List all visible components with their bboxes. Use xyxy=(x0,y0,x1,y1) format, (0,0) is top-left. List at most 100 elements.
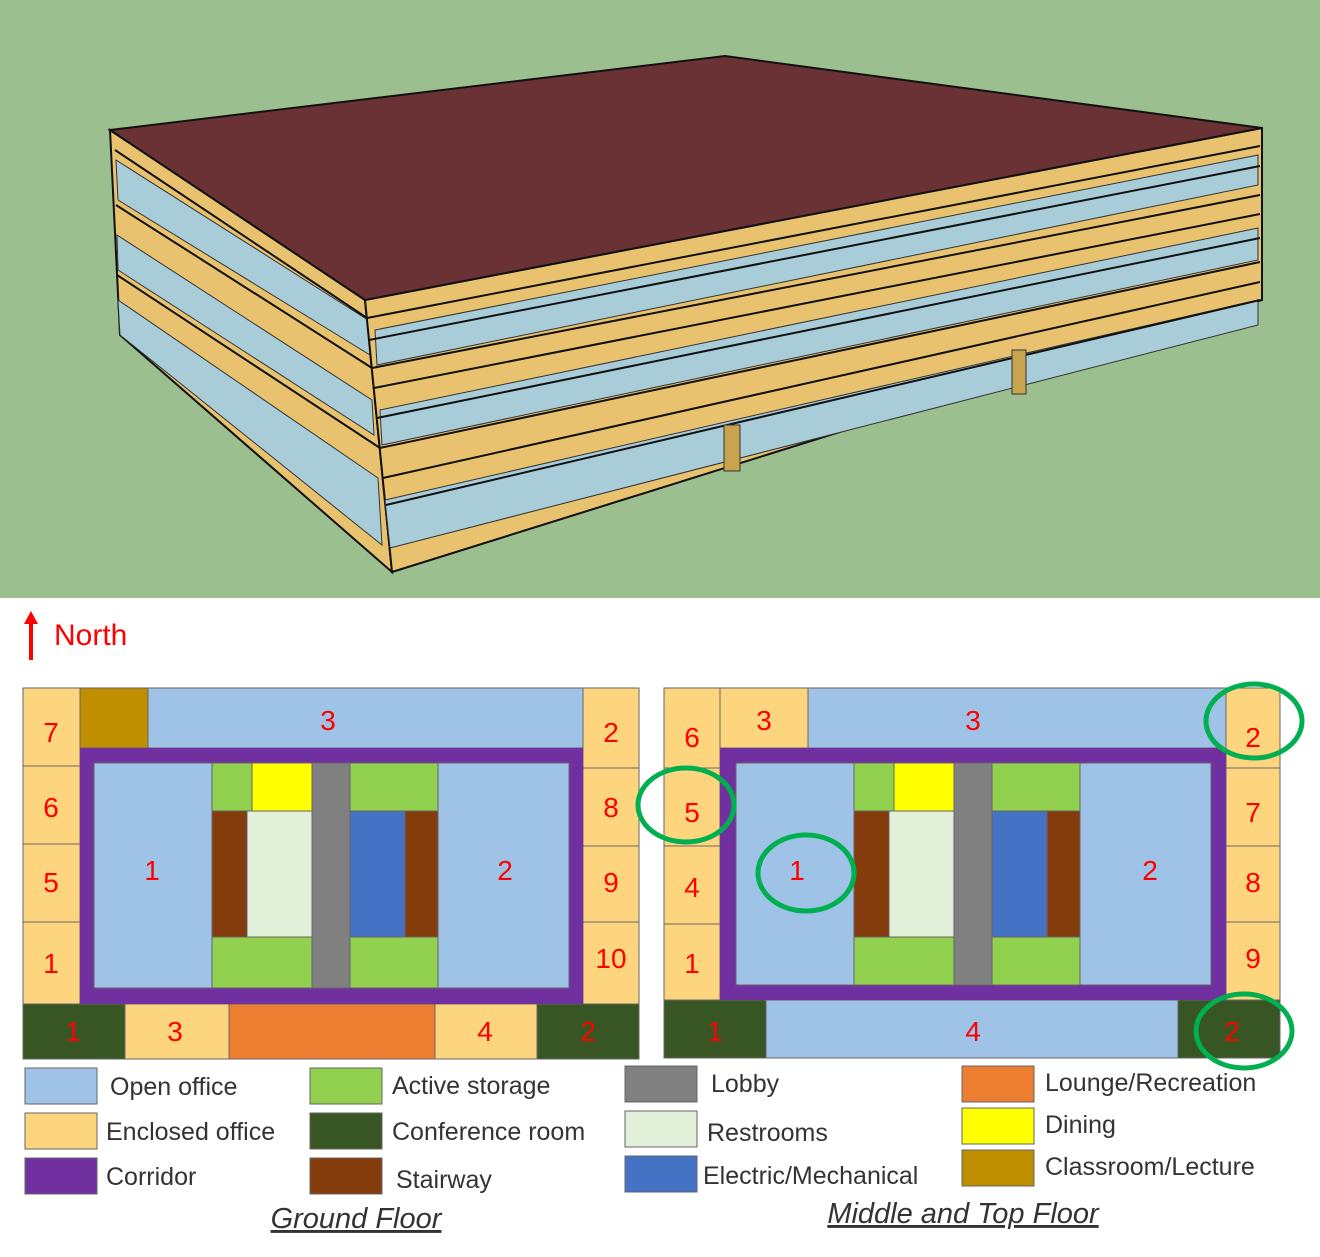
legend-swatch-lounge xyxy=(961,1065,1035,1103)
mt-dining xyxy=(893,762,955,812)
gf-east-enclosed-8 xyxy=(582,767,640,847)
gf-storage-sw xyxy=(211,936,313,989)
gf-label-east-9: 9 xyxy=(603,867,619,898)
legend-swatch-restrooms xyxy=(624,1110,698,1148)
legend-labels: Open office Enclosed office Corridor Act… xyxy=(106,1069,1256,1194)
gf-electric xyxy=(349,810,406,938)
mt-stair-e xyxy=(1046,810,1081,938)
mt-label-north-3b: 3 xyxy=(965,705,981,736)
west-glass-3 xyxy=(117,299,383,547)
mt-label-south-4: 4 xyxy=(965,1016,981,1047)
ground-floor-plan xyxy=(22,687,640,1060)
legend-swatch-electric xyxy=(624,1155,698,1193)
mt-north-open-3 xyxy=(807,687,1227,749)
legend-swatch-classroom xyxy=(961,1149,1035,1187)
north-label: North xyxy=(54,619,127,652)
south-glass-1 xyxy=(374,154,1259,366)
legend-label-dining: Dining xyxy=(1045,1111,1116,1139)
gf-south-conference-2 xyxy=(536,1003,640,1060)
mt-open-office-2 xyxy=(1079,762,1212,986)
ground-floor-title: Ground Floor xyxy=(271,1203,443,1235)
gf-label-west-7: 7 xyxy=(43,717,59,748)
facade-band-lines xyxy=(114,145,1261,506)
highlight-circle-conf-2 xyxy=(1193,991,1295,1071)
gf-open-office-1 xyxy=(93,762,213,989)
gf-label-south-4: 4 xyxy=(477,1016,493,1047)
south-glass-3 xyxy=(384,299,1259,549)
mt-label-north-3a: 3 xyxy=(756,705,772,736)
mt-lobby xyxy=(953,762,993,986)
gf-label-east-2: 2 xyxy=(603,717,619,748)
gf-north-classroom xyxy=(79,687,149,749)
gf-storage-nw xyxy=(211,762,253,812)
mt-label-east-9: 9 xyxy=(1245,943,1261,974)
gf-restrooms xyxy=(246,810,313,938)
gf-east-enclosed-9 xyxy=(582,845,640,923)
highlight-circle-open-1 xyxy=(755,832,857,914)
mt-label-west-5: 5 xyxy=(684,797,700,828)
gf-label-south-3: 3 xyxy=(167,1016,183,1047)
mt-label-south-conf-1: 1 xyxy=(707,1016,723,1047)
legend-swatch-enclosed-office xyxy=(24,1112,98,1150)
legend-label-lounge: Lounge/Recreation xyxy=(1045,1069,1256,1097)
mt-west-enclosed-1 xyxy=(663,923,721,1001)
roof xyxy=(107,54,1263,302)
mt-storage-ne xyxy=(991,762,1081,812)
gf-west-enclosed-1 xyxy=(22,921,81,1005)
floor-plans: North 7 6 5 1 xyxy=(0,598,1320,1257)
mt-label-east-8: 8 xyxy=(1245,867,1261,898)
mt-electric xyxy=(991,810,1048,938)
highlight-circle-east-2 xyxy=(1203,681,1305,761)
mt-east-enclosed-7 xyxy=(1225,767,1281,847)
gf-south-enclosed-3 xyxy=(124,1003,230,1060)
gf-open-office-2 xyxy=(437,762,570,989)
mt-south-open-4 xyxy=(765,999,1179,1059)
legend xyxy=(24,1065,1035,1195)
legend-label-classroom: Classroom/Lecture xyxy=(1045,1153,1255,1181)
mullion-1 xyxy=(1011,349,1027,395)
gf-east-enclosed-10 xyxy=(582,921,640,1005)
gf-label-east-8: 8 xyxy=(603,792,619,823)
gf-west-enclosed-5 xyxy=(22,843,81,923)
legend-swatch-lobby xyxy=(624,1065,698,1103)
mt-west-enclosed-4 xyxy=(663,845,721,925)
middle-top-floor-plan xyxy=(663,687,1281,1059)
mt-north-enclosed-3 xyxy=(719,687,809,749)
mt-storage-nw xyxy=(853,762,895,812)
legend-label-active-storage: Active storage xyxy=(392,1072,550,1100)
legend-label-stairway: Stairway xyxy=(396,1166,492,1194)
gf-lobby xyxy=(311,762,351,989)
mt-label-east-2: 2 xyxy=(1245,722,1261,753)
gf-south-lounge xyxy=(228,1003,436,1060)
west-glass-2 xyxy=(116,234,375,436)
legend-label-restrooms: Restrooms xyxy=(707,1119,828,1147)
gf-label-west-1: 1 xyxy=(43,948,59,979)
gf-stair-e xyxy=(404,810,439,938)
gf-label-south-conf-2: 2 xyxy=(580,1016,596,1047)
legend-swatch-conference xyxy=(309,1112,383,1150)
legend-label-enclosed-office: Enclosed office xyxy=(106,1118,275,1146)
gf-east-enclosed-2 xyxy=(582,687,640,769)
mt-south-conference-1 xyxy=(663,999,767,1059)
legend-swatch-dining xyxy=(961,1107,1035,1145)
gf-label-east-10: 10 xyxy=(595,943,626,974)
north-arrow: North xyxy=(24,611,127,660)
highlight-circle-west-5 xyxy=(635,765,737,845)
gf-storage-ne xyxy=(349,762,439,812)
legend-swatch-stairway xyxy=(309,1157,383,1195)
gf-label-open-2: 2 xyxy=(497,855,513,886)
mt-label-west-4: 4 xyxy=(684,872,700,903)
gf-label-open-1: 1 xyxy=(144,855,160,886)
mt-label-open-2: 2 xyxy=(1142,855,1158,886)
ground-floor-labels: 7 6 5 1 3 2 8 9 10 1 2 1 3 4 2 xyxy=(43,705,626,1047)
legend-swatch-corridor xyxy=(24,1157,98,1195)
gf-storage-se xyxy=(349,936,439,989)
building-3d-render xyxy=(0,0,1320,598)
mt-label-east-7: 7 xyxy=(1245,797,1261,828)
gf-west-enclosed-6 xyxy=(22,765,81,845)
gf-west-enclosed-7 xyxy=(22,687,81,767)
gf-label-north-3: 3 xyxy=(320,705,336,736)
gf-label-south-conf-1: 1 xyxy=(65,1016,81,1047)
gf-label-west-5: 5 xyxy=(43,867,59,898)
mt-label-west-1: 1 xyxy=(684,948,700,979)
